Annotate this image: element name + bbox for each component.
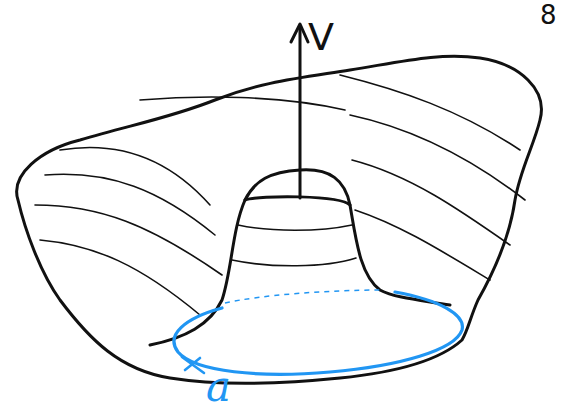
page-number: 8 [540,2,557,28]
minimum-label: a [206,366,231,408]
axis-label: V [308,18,334,56]
